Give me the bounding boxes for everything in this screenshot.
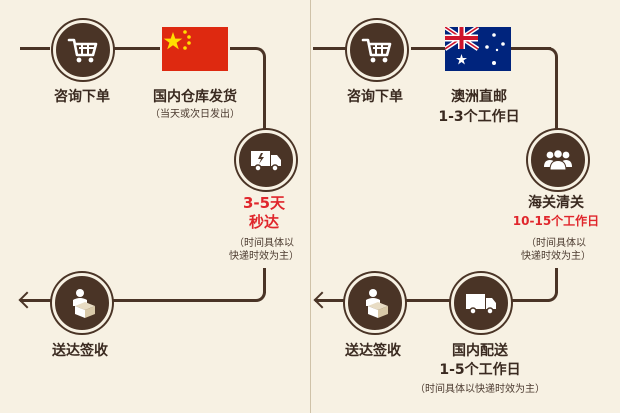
flow-line [112,47,160,50]
flow-line [254,47,266,59]
flow-line [555,268,558,293]
transit-time: 3-5天 [242,194,286,212]
flow-line [507,299,549,302]
china-flag-icon [162,27,228,71]
australia-direct-flow: 咨询下单 澳洲直邮 1-3个工作日 [311,0,620,413]
flow-line [110,299,256,302]
domestic-shipping-step-icon [451,273,511,333]
arrow-left-icon [18,291,36,309]
package-delivery-icon [366,289,388,318]
order-step-icon [347,20,407,80]
delivered-label: 送达签收 [345,343,401,359]
package-delivery-icon [73,289,95,318]
direct-mail-days: 1-3个工作日 [438,109,520,125]
warehouse-label: 国内仓库发货 [153,89,237,105]
flow-line [254,290,266,302]
order-label: 咨询下单 [54,89,110,105]
customs-note: （时间具体以 [526,238,586,249]
domestic-note: （时间具体以快递时效为主） [415,384,545,395]
flow-line [511,47,551,50]
delivered-label: 送达签收 [52,343,108,359]
shipping-step-icon [236,130,296,190]
flow-line [546,47,558,59]
flow-line [313,47,351,50]
flow-line [230,47,255,50]
flow-line [263,268,266,293]
order-label: 咨询下单 [347,89,403,105]
flow-line [555,58,558,130]
cart-icon [361,38,392,63]
arrow-left-icon [313,291,331,309]
flow-line [405,299,455,302]
customs-note: 快递时效为主） [521,251,591,262]
customs-people-icon [544,149,572,171]
flow-line [20,299,52,302]
customs-step-icon [528,130,588,190]
australia-flag-icon [445,27,511,71]
cart-icon [67,38,98,63]
transit-fast: 秒达 [248,213,279,231]
flow-line [546,290,558,302]
domestic-warehouse-flow: 咨询下单 国内仓库发货 （当天或次日发出） 3-5天 秒达 （时间具体以 快递时… [18,20,299,359]
flow-line [315,299,347,302]
domestic-label: 国内配送 [452,343,508,359]
order-step-icon [53,20,113,80]
transit-note: （时间具体以 [234,238,294,249]
truck-icon [466,294,496,315]
flow-line [411,47,445,50]
panel-divider [310,0,311,413]
customs-days: 10-15个工作日 [512,214,600,228]
delivered-step-icon [52,273,112,333]
domestic-days: 1-5个工作日 [439,362,521,378]
warehouse-note: （当天或次日发出） [150,109,240,120]
delivered-step-icon [345,273,405,333]
flow-line [20,47,50,50]
direct-mail-label: 澳洲直邮 [451,89,507,105]
flow-line [263,58,266,130]
truck-icon [251,151,281,172]
customs-label: 海关清关 [528,195,584,211]
transit-note: 快递时效为主） [229,251,299,262]
